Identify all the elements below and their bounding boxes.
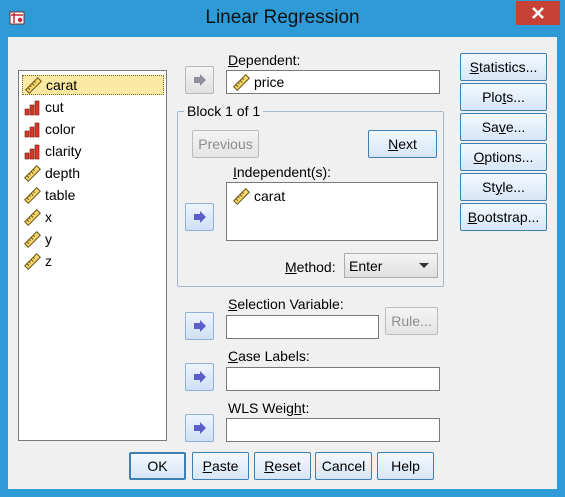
wls-weight-field[interactable]	[226, 418, 440, 442]
variable-name: depth	[45, 165, 81, 181]
wls-weight-label: WLS Weight:	[228, 400, 310, 416]
block-title: Block 1 of 1	[184, 103, 264, 119]
move-to-independent-button[interactable]	[185, 203, 214, 231]
arrow-right-icon	[193, 371, 206, 383]
dependent-field[interactable]: price	[226, 70, 440, 94]
ruler-icon	[25, 76, 42, 94]
ruler-icon	[24, 230, 41, 248]
list-item[interactable]: z	[22, 251, 164, 271]
block-group	[177, 111, 444, 287]
ok-button[interactable]: OK	[129, 452, 186, 480]
list-item[interactable]: carat	[22, 75, 164, 95]
app-icon[interactable]	[9, 9, 27, 27]
move-to-wls-weight-button[interactable]	[185, 414, 214, 442]
variable-name: table	[45, 187, 76, 203]
close-icon	[532, 7, 544, 19]
arrow-right-icon	[193, 320, 206, 332]
move-to-case-labels-button[interactable]	[185, 363, 214, 391]
ruler-icon	[233, 187, 250, 205]
arrow-right-icon	[193, 422, 206, 434]
previous-button[interactable]: Previous	[192, 130, 259, 158]
window-title: Linear Regression	[205, 7, 360, 28]
list-item[interactable]: x	[22, 207, 164, 227]
rule-button[interactable]: Rule...	[385, 307, 438, 335]
independent-value: carat	[254, 188, 286, 204]
case-labels-field[interactable]	[226, 367, 440, 391]
selection-variable-label: Selection Variable:	[228, 296, 344, 312]
list-item[interactable]: clarity	[22, 141, 164, 161]
method-value: Enter	[349, 257, 383, 274]
variable-name: cut	[45, 99, 64, 115]
variable-name: carat	[46, 77, 78, 93]
variable-name: z	[45, 253, 52, 269]
ruler-icon	[233, 73, 250, 91]
help-button[interactable]: Help	[377, 452, 434, 480]
arrow-right-icon	[193, 211, 206, 223]
list-item[interactable]: cut	[22, 97, 164, 117]
cancel-button[interactable]: Cancel	[315, 452, 372, 480]
ordinal-bar-icon	[24, 143, 41, 160]
method-label: Method:	[285, 259, 336, 275]
ruler-icon	[24, 252, 41, 270]
variable-name: x	[45, 209, 52, 225]
arrow-right-icon	[193, 74, 206, 86]
independent-list[interactable]: carat	[226, 182, 438, 241]
list-item[interactable]: depth	[22, 163, 164, 183]
dependent-label: Dependent:	[228, 52, 301, 68]
close-button[interactable]	[516, 1, 560, 25]
ordinal-bar-icon	[24, 99, 41, 116]
list-item[interactable]: carat	[231, 186, 437, 206]
ruler-icon	[24, 186, 41, 204]
method-dropdown[interactable]: Enter	[344, 253, 438, 278]
title-bar[interactable]: Linear Regression	[0, 0, 565, 37]
variable-name: color	[45, 121, 76, 137]
ruler-icon	[24, 164, 41, 182]
independent-label: Independent(s):	[233, 164, 332, 180]
case-labels-label: Case Labels:	[228, 348, 310, 364]
list-item[interactable]: table	[22, 185, 164, 205]
variable-name: y	[45, 231, 52, 247]
chevron-down-icon	[419, 263, 429, 268]
move-to-dependent-button[interactable]	[185, 66, 214, 94]
list-item[interactable]: color	[22, 119, 164, 139]
ruler-icon	[24, 208, 41, 226]
selection-variable-field[interactable]	[226, 315, 379, 339]
ordinal-bar-icon	[24, 121, 41, 138]
list-item[interactable]: y	[22, 229, 164, 249]
dependent-value: price	[254, 74, 285, 90]
variable-name: clarity	[45, 143, 82, 159]
move-to-selection-button[interactable]	[185, 312, 214, 340]
